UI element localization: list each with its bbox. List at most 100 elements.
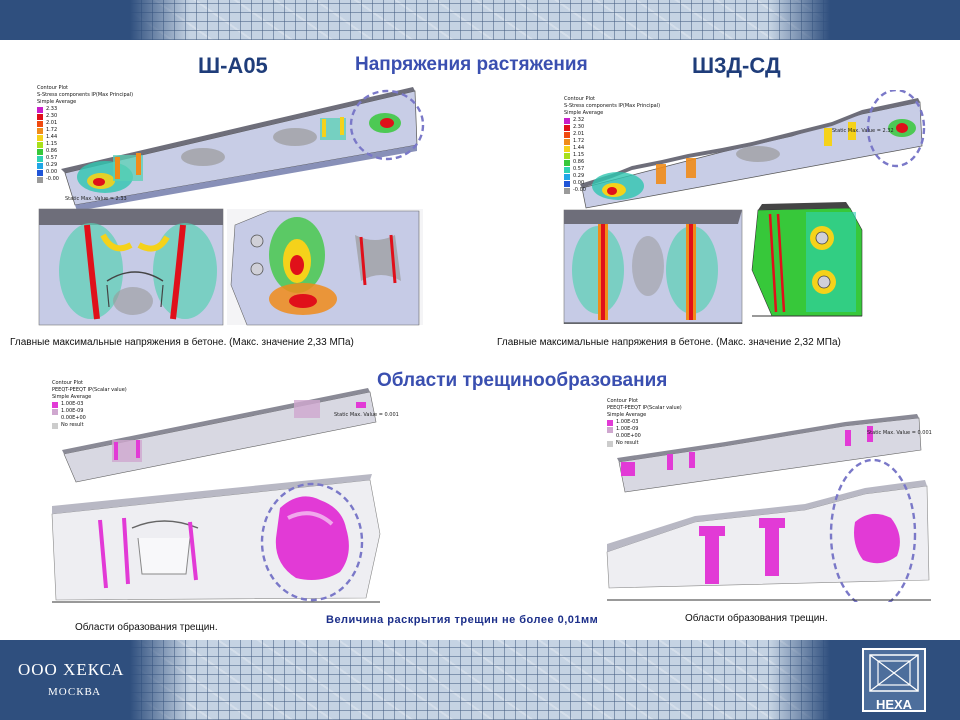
legend-entry: 1.72 xyxy=(564,138,660,145)
legend-entry: 0.00E+00 xyxy=(52,415,127,422)
hexa-logo-icon xyxy=(869,654,919,692)
footer-band xyxy=(0,640,960,720)
crack-figure-left: Contour Plot PEEQT-PEEQT IP(Scalar value… xyxy=(50,378,400,604)
crack-caption-right: Области образования трещин. xyxy=(685,613,828,624)
legend-entry: 0.00E+00 xyxy=(607,433,682,440)
tension-section-title: Напряжения растяжения xyxy=(355,54,588,75)
legend-value: 1.72 xyxy=(46,127,58,133)
crack-figure-right: Contour Plot PEEQT-PEEQT IP(Scalar value… xyxy=(605,392,935,602)
legend-value: 1.72 xyxy=(573,138,585,144)
stress-figure-right: Contour Plot S-Stress components IP(Max … xyxy=(562,90,932,324)
stress-plot-left xyxy=(38,87,425,326)
legend-value: 1.15 xyxy=(573,152,585,158)
legend-entry: 2.33 xyxy=(37,106,133,113)
legend-value: 0.00E+00 xyxy=(61,415,86,421)
legend-swatch xyxy=(37,120,43,127)
legend-swatch xyxy=(564,159,570,166)
legend-swatch xyxy=(564,180,570,187)
legend-value: 2.33 xyxy=(46,106,58,112)
legend-swatch xyxy=(37,169,43,176)
legend-entry: 0.57 xyxy=(37,155,133,162)
model-title-left: Ш-А05 xyxy=(198,53,268,78)
legend-value: 0.57 xyxy=(573,166,585,172)
legend-swatch xyxy=(37,141,43,148)
legend-swatch xyxy=(37,148,43,155)
legend-entry: 2.30 xyxy=(37,113,133,120)
legend-value: 2.30 xyxy=(573,124,585,130)
crack-max-label-right: Static Max. Value = 0.001 xyxy=(867,430,932,436)
legend-entry: 1.00E-09 xyxy=(52,408,127,415)
legend-swatch xyxy=(37,106,43,113)
legend-value: No result xyxy=(616,440,639,446)
legend-swatch xyxy=(564,138,570,145)
legend-entry: 1.44 xyxy=(37,134,133,141)
legend-swatch xyxy=(37,176,43,183)
stress-legend-right: Contour Plot S-Stress components IP(Max … xyxy=(564,96,661,194)
legend-entry: 0.29 xyxy=(564,173,660,180)
legend-entry: 0.86 xyxy=(564,159,660,166)
legend-value: 1.44 xyxy=(573,145,585,151)
legend-swatch xyxy=(564,187,570,194)
legend-entry: 1.00E-03 xyxy=(607,419,682,426)
legend-entry: 0.29 xyxy=(37,162,133,169)
legend-swatch xyxy=(37,113,43,120)
legend-entry: No result xyxy=(52,422,127,429)
legend-swatch xyxy=(37,162,43,169)
crack-legend-left: Contour Plot PEEQT-PEEQT IP(Scalar value… xyxy=(52,380,127,429)
legend-value: 0.29 xyxy=(46,162,58,168)
legend-swatch xyxy=(607,426,613,433)
legend-entry: No result xyxy=(607,440,682,447)
legend-value: 0.86 xyxy=(46,148,58,154)
hexa-logo xyxy=(862,648,926,712)
legend-swatch xyxy=(52,415,58,422)
legend-value: 1.00E-03 xyxy=(616,419,639,425)
crack-max-label-left: Static Max. Value = 0.001 xyxy=(334,412,399,418)
model-title-right: Ш3Д-СД xyxy=(692,53,781,78)
legend-entry: 0.86 xyxy=(37,148,133,155)
crack-plot-left xyxy=(51,388,381,603)
legend-swatch xyxy=(607,419,613,426)
legend-value: 1.15 xyxy=(46,141,58,147)
crack-plot-right xyxy=(606,414,931,602)
legend-value: 2.32 xyxy=(573,117,585,123)
legend-value: 1.44 xyxy=(46,134,58,140)
legend-swatch xyxy=(37,127,43,134)
legend-value: 2.01 xyxy=(46,120,58,126)
legend-entry: 0.57 xyxy=(564,166,660,173)
legend-swatch xyxy=(564,131,570,138)
legend-value: 2.30 xyxy=(46,113,58,119)
legend-swatch xyxy=(607,440,613,447)
legend-value: -0.00 xyxy=(573,187,586,193)
legend-entry: 2.01 xyxy=(564,131,660,138)
crack-width-note: Величина раскрытия трещин не более 0,01м… xyxy=(326,614,599,626)
max-value-label-left: Static Max. Value = 2.33 xyxy=(65,196,127,202)
legend-swatch xyxy=(52,422,58,429)
legend-entry: 0.00 xyxy=(37,169,133,176)
mesh-background-image xyxy=(130,0,830,40)
crack-caption-left: Области образования трещин. xyxy=(75,622,218,633)
legend-entry: 2.30 xyxy=(564,124,660,131)
legend-value: 0.00 xyxy=(46,169,58,175)
legend-swatch xyxy=(564,124,570,131)
legend-value: 1.00E-03 xyxy=(61,401,84,407)
crack-legend-right: Contour Plot PEEQT-PEEQT IP(Scalar value… xyxy=(607,398,682,447)
legend-swatch xyxy=(564,166,570,173)
legend-entry: 0.00 xyxy=(564,180,660,187)
legend-entry: 1.15 xyxy=(37,141,133,148)
legend-swatch xyxy=(607,433,613,440)
legend-value: No result xyxy=(61,422,84,428)
legend-entry: 1.15 xyxy=(564,152,660,159)
header-band xyxy=(0,0,960,40)
stress-caption-left: Главные максимальные напряжения в бетоне… xyxy=(10,337,354,348)
mesh-background-image xyxy=(130,640,830,720)
legend-entry: -0.00 xyxy=(37,176,133,183)
legend-value: 0.00 xyxy=(573,180,585,186)
legend-entry: 1.44 xyxy=(564,145,660,152)
stress-plot-right xyxy=(563,90,926,324)
stress-figure-left: Contour Plot S-Stress components IP(Max … xyxy=(35,85,425,327)
legend-swatch xyxy=(564,117,570,124)
legend-value: -0.00 xyxy=(46,176,59,182)
